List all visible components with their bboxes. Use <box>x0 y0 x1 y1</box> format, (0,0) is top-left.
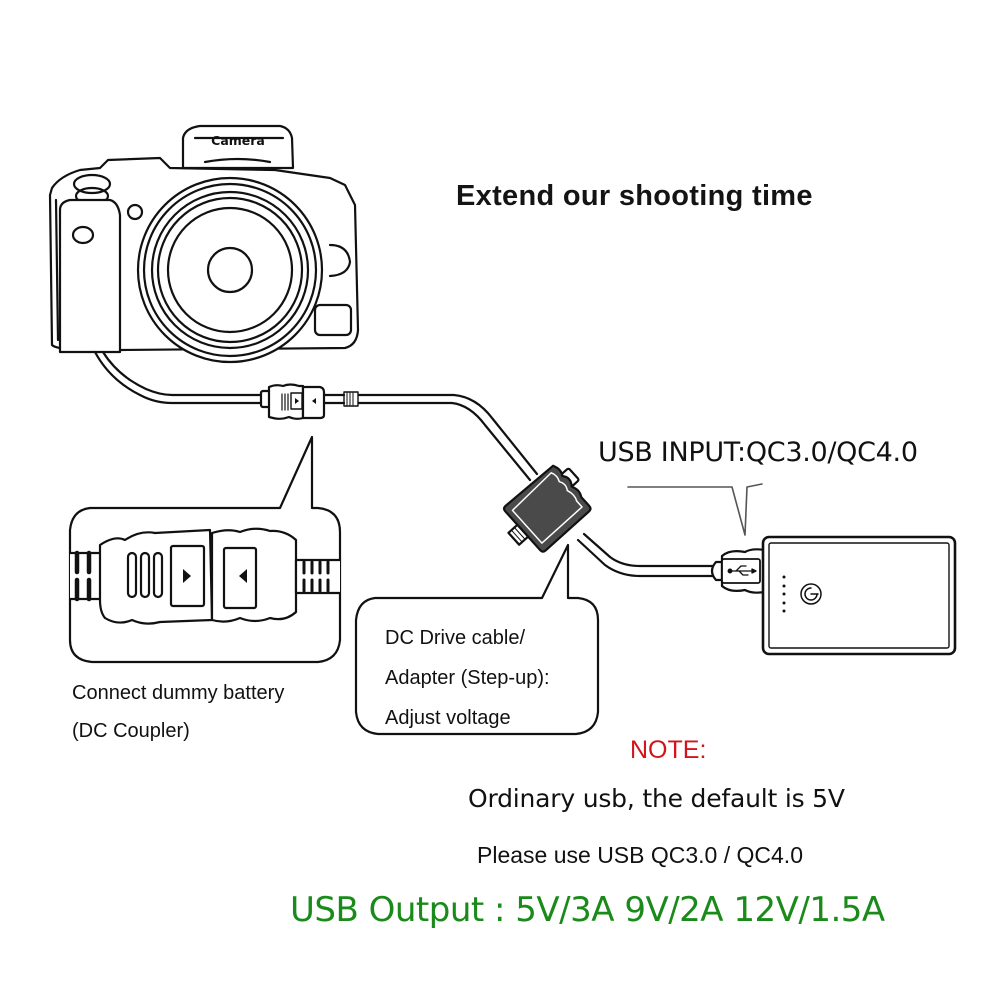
note-line1: Ordinary usb, the default is 5V <box>468 784 845 813</box>
usb-input-label: USB INPUT:QC3.0/QC4.0 <box>598 437 918 468</box>
note-line2: Please use USB QC3.0 / QC4.0 <box>477 842 803 868</box>
dc-coupler-line2: (DC Coupler) <box>72 720 190 742</box>
adapter-line1: DC Drive cable/ <box>385 627 526 649</box>
dc-cable <box>93 350 718 578</box>
dc-coupler-label: Connect dummy battery (DC Coupler) <box>72 674 284 750</box>
dc-coupler-line1: Connect dummy battery <box>72 682 285 704</box>
camera-label: Camera <box>211 133 265 148</box>
dc-coupler-callout <box>68 435 342 664</box>
adapter-label: DC Drive cable/ Adapter (Step-up): Adjus… <box>385 618 550 738</box>
page-title: Extend our shooting time <box>456 180 813 212</box>
usb-input-pointer <box>627 483 763 536</box>
power-bank-icon <box>761 535 957 656</box>
camera-icon <box>48 124 360 364</box>
dummy-battery-connector-icon <box>259 383 359 420</box>
usb-symbol-icon <box>727 565 757 576</box>
step-up-adapter-icon <box>502 464 592 553</box>
adapter-callout <box>354 543 600 736</box>
adapter-line2: Adapter (Step-up): <box>385 667 550 689</box>
usb-output-spec: USB Output : 5V/3A 9V/2A 12V/1.5A <box>290 890 885 930</box>
adapter-line3: Adjust voltage <box>385 707 511 729</box>
power-icon <box>800 583 822 605</box>
usb-plug-icon <box>710 548 767 594</box>
note-title: NOTE: <box>630 736 707 764</box>
